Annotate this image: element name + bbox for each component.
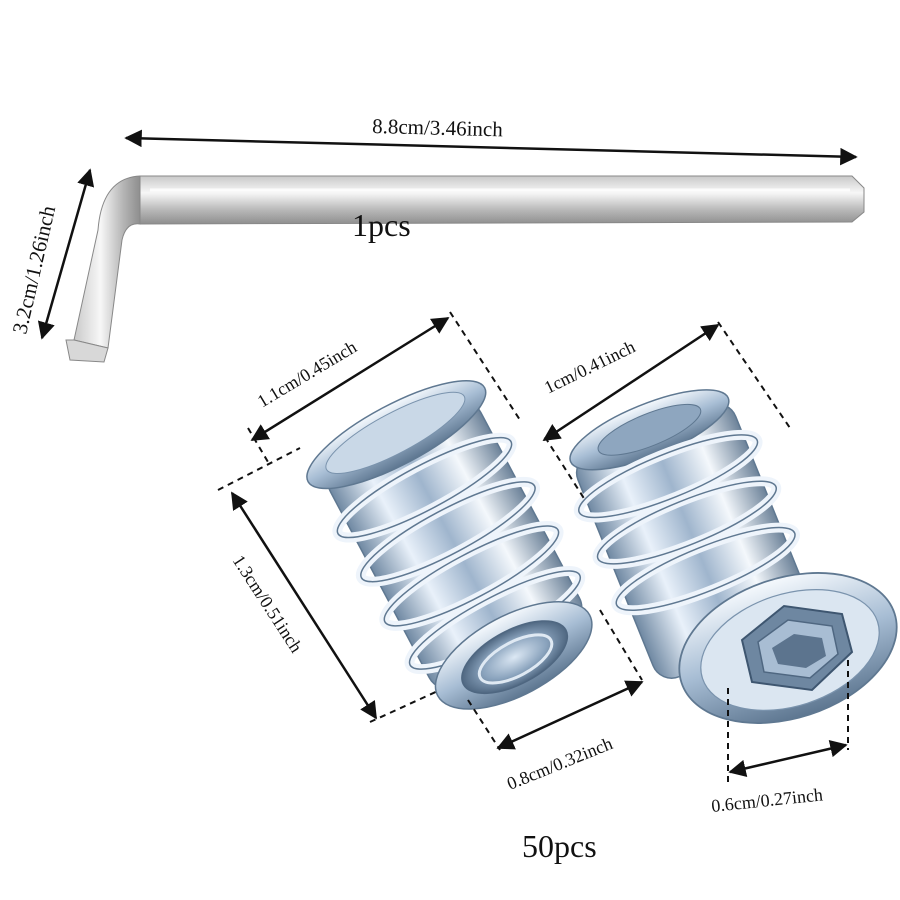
inserts-quantity-label: 50pcs: [522, 828, 597, 864]
right-hex-arrow: [728, 740, 848, 777]
left-length-label: 1.3cm/0.51inch: [229, 551, 307, 656]
wrench-height-label: 3.2cm/1.26inch: [7, 203, 60, 336]
left-bore-label: 0.8cm/0.32inch: [504, 733, 615, 793]
left-bore-arrow: [496, 680, 644, 750]
wrench-quantity-label: 1pcs: [352, 207, 411, 243]
right-width-arrow: [542, 323, 720, 442]
left-threaded-insert: [306, 379, 593, 710]
wrench-length-label: 8.8cm/3.46inch: [372, 114, 504, 141]
right-insert-flange: [678, 572, 898, 724]
left-width-label: 1.1cm/0.45inch: [254, 337, 360, 412]
wrench-height-arrow: [37, 168, 95, 340]
left-width-arrow: [250, 316, 450, 442]
right-hex-label: 0.6cm/0.27inch: [710, 784, 823, 816]
wrench-length-arrow: [124, 129, 858, 166]
left-length-arrow: [230, 491, 378, 720]
